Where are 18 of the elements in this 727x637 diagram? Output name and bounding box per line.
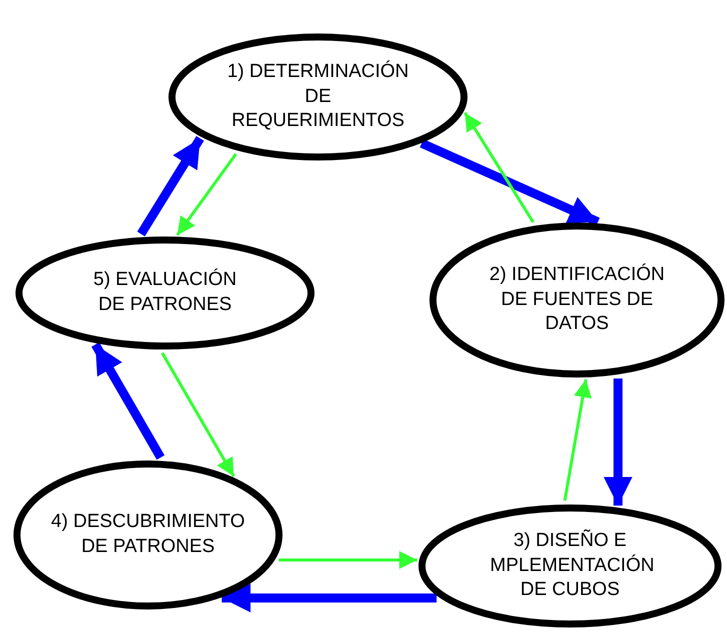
process-ellipse [168, 33, 468, 161]
process-ellipse [429, 222, 725, 378]
process-ellipse [418, 504, 722, 628]
arrow [464, 112, 534, 224]
process-ellipse [13, 460, 283, 610]
arrow [176, 153, 238, 236]
arrow [91, 342, 165, 460]
arrow [563, 379, 592, 501]
arrow [604, 378, 632, 506]
arrow [278, 551, 418, 569]
node-label: 2) IDENTIFICACIÓN DE FUENTES DE DATOS [488, 262, 666, 336]
arrow [160, 352, 236, 478]
arrow [137, 136, 204, 236]
arrow [222, 584, 437, 612]
node-label: 5) EVALUACIÓN DE PATRONES [92, 268, 238, 317]
process-ellipse [15, 236, 315, 350]
node-label: 4) DESCUBRIMIENTO DE PATRONES [50, 510, 246, 559]
node-label: 1) DETERMINACIÓN DE REQUERIMIENTOS [226, 60, 410, 134]
